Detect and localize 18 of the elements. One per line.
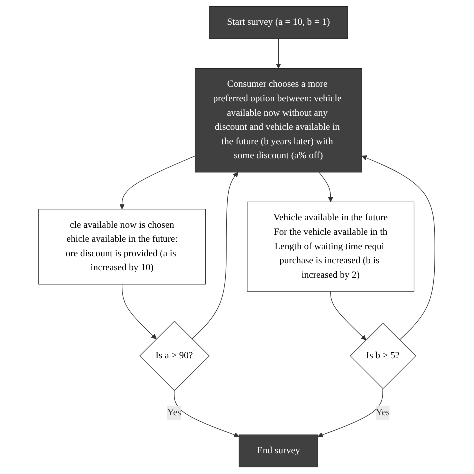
edge-label: Yes [376, 408, 390, 418]
arrow [192, 172, 238, 340]
arrow [318, 388, 384, 438]
arrow [318, 172, 334, 202]
arrow [276, 38, 282, 69]
node-box: cle available now is chosen ehicle available in the future: ore discount is provided (a is increased by 10) [38, 209, 206, 285]
arrow [362, 156, 436, 341]
edge-label: Yes [168, 408, 182, 418]
node-diamond: Is a > 90? [140, 320, 210, 392]
arrow [122, 284, 157, 340]
node-box: Vehicle available in the future For the vehicle available in th Length of waiting time requi purchase is increased (b is increased by 2) [247, 202, 415, 292]
arrow [174, 390, 240, 438]
arrow [120, 156, 196, 210]
node-box: End survey [238, 434, 318, 468]
arrow [330, 291, 366, 340]
node-box: Start survey (a = 10, b = 1) [209, 6, 348, 40]
node-diamond: Is b > 5? [350, 323, 416, 390]
node-box: Consumer chooses a more preferred option between: vehicle available now without any discount and vehicle available in the future (b years later) with some discount (a% off) [195, 68, 362, 173]
